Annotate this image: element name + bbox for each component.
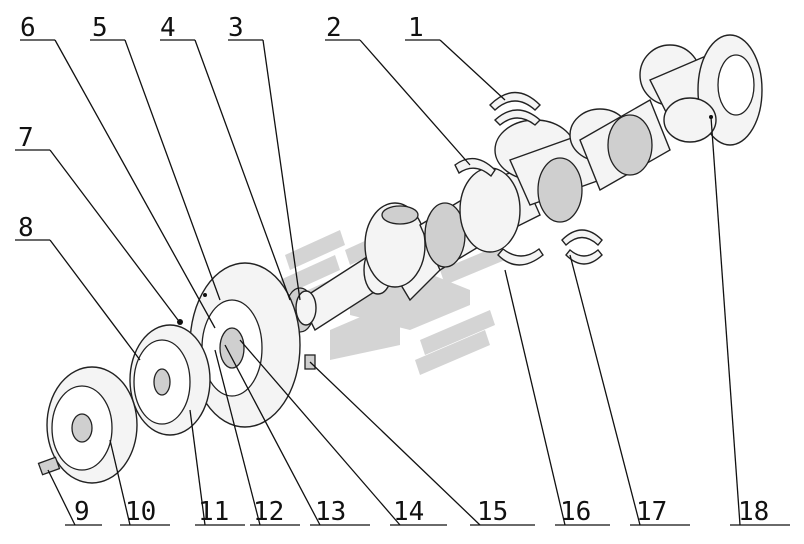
crankshaft-pulley (129, 324, 211, 436)
callout-15: 15 (477, 497, 508, 527)
callout-12: 12 (253, 497, 284, 527)
callout-10: 10 (125, 497, 156, 527)
callout-14: 14 (393, 497, 424, 527)
callout-3: 3 (228, 13, 244, 43)
callout-18: 18 (738, 497, 769, 527)
callout-4: 4 (160, 13, 176, 43)
callout-8: 8 (18, 213, 34, 243)
callout-9: 9 (74, 497, 90, 527)
crankshaft (299, 34, 763, 332)
callout-labels: 6 5 4 3 2 1 7 8 9 10 11 12 13 14 15 16 1… (18, 13, 769, 527)
callout-7: 7 (18, 123, 34, 153)
callout-1: 1 (408, 13, 424, 43)
callout-16: 16 (560, 497, 591, 527)
callout-17: 17 (636, 497, 667, 527)
callout-6: 6 (20, 13, 36, 43)
callout-2: 2 (326, 13, 342, 43)
callout-11: 11 (198, 497, 229, 527)
callout-13: 13 (315, 497, 346, 527)
leader-lines (15, 39, 790, 526)
belt-pulley (46, 366, 138, 484)
callout-5: 5 (92, 13, 108, 43)
